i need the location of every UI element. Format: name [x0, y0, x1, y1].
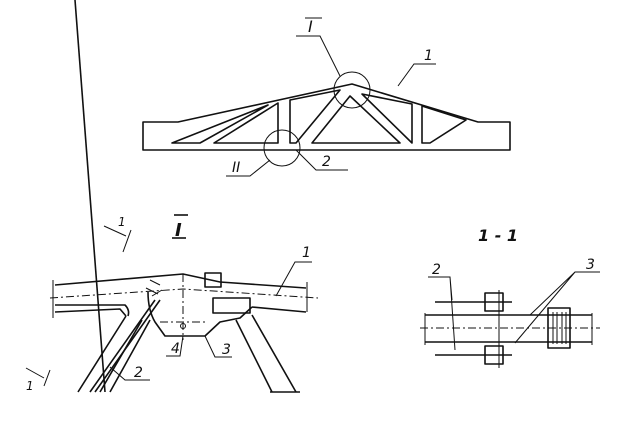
section-label-brace: 2 [432, 262, 441, 278]
callout-label-I: I [308, 17, 313, 36]
label-brace: 2 [134, 365, 143, 381]
brace-right [235, 314, 297, 393]
leader-line [428, 276, 456, 351]
label-top-chord: 1 [424, 48, 433, 64]
section-mark-top: 1 [118, 215, 126, 229]
detail-title: I [175, 220, 182, 241]
callout-label-II: II [232, 160, 240, 176]
label-brace: 2 [322, 154, 331, 170]
section-1-1 [420, 271, 600, 368]
leader-line [226, 159, 271, 177]
weld-marks [145, 279, 163, 297]
chord-top-edge [54, 273, 307, 289]
leader-line [204, 335, 232, 358]
callout-circle-I [333, 71, 371, 109]
truss-outline [142, 83, 511, 151]
leader-line [275, 261, 312, 297]
leader-line [514, 271, 600, 344]
leader-line [397, 63, 436, 87]
callout-circle-II [263, 129, 301, 167]
leader-line [166, 335, 184, 357]
detail-I [25, 0, 319, 393]
section-mark-bottom: 1 [26, 379, 34, 393]
gusset-plate [212, 297, 251, 314]
truss-panel [289, 89, 341, 144]
section-title: 1 - 1 [478, 226, 518, 245]
section-arrow-bottom [25, 367, 51, 387]
leader-line [109, 366, 150, 381]
label-gusset: 3 [222, 342, 231, 358]
section-arrow-top [103, 225, 132, 253]
leader-line [296, 35, 341, 77]
label-chord: 1 [302, 245, 311, 261]
truss-panel [421, 105, 467, 144]
truss-panel [213, 102, 279, 144]
centerline [49, 288, 319, 299]
bolt-block [204, 272, 222, 288]
section-label-gusset: 3 [586, 257, 595, 273]
leader-line [295, 149, 348, 171]
truss-panel [361, 93, 413, 144]
gusset-clamp [547, 307, 571, 349]
truss-panel [311, 95, 401, 144]
bolt-head [484, 345, 504, 365]
bolt-head [484, 292, 504, 312]
label-hole: 4 [171, 341, 180, 357]
truss-panel [171, 104, 269, 144]
